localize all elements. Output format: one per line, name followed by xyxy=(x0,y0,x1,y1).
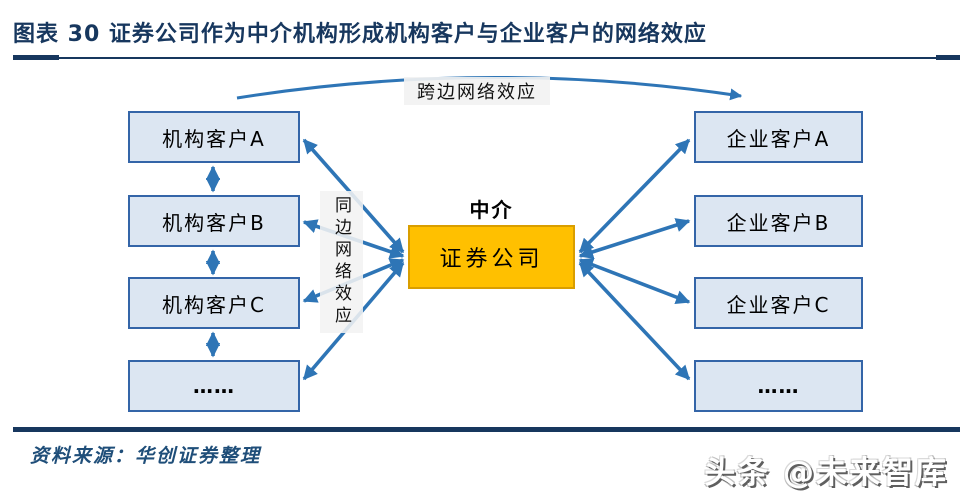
arrow-center-ent-a xyxy=(578,138,691,254)
title-rule-middle-segment xyxy=(59,57,936,59)
source-note: 资料来源：华创证券整理 xyxy=(30,445,262,467)
title-rule-right-segment xyxy=(936,55,960,60)
box-enterprise-client-ellipsis: …… xyxy=(694,360,863,412)
box-institutional-client-ellipsis: …… xyxy=(128,360,300,412)
watermark-toutiao-future-thinktank: 头条 @未来智库 xyxy=(704,455,948,491)
box-institutional-client-a: 机构客户A xyxy=(128,111,300,163)
box-institutional-client-b: 机构客户B xyxy=(128,195,300,247)
footer-rule xyxy=(13,427,960,432)
box-enterprise-client-c: 企业客户C xyxy=(694,277,863,329)
same-side-effect-label: 同边网络效应 xyxy=(320,191,363,333)
box-enterprise-client-b: 企业客户B xyxy=(694,195,863,247)
box-institutional-client-c: 机构客户C xyxy=(128,277,300,329)
box-enterprise-client-a: 企业客户A xyxy=(694,111,863,163)
figure-title: 图表 30 证券公司作为中介机构形成机构客户与企业客户的网络效应 xyxy=(13,22,707,47)
intermediary-caption: 中介 xyxy=(469,198,514,222)
box-securities-company: 证券公司 xyxy=(408,225,575,289)
arrow-center-ent-d xyxy=(578,261,691,381)
title-rule-left-segment xyxy=(13,55,59,60)
cross-side-effect-label: 跨边网络效应 xyxy=(404,77,550,105)
arrow-center-ent-b xyxy=(578,218,691,259)
